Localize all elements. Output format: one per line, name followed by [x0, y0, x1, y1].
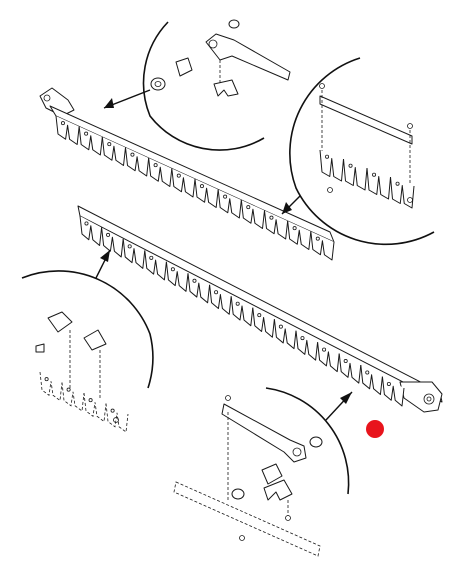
rivet [110, 408, 115, 413]
sickle-bar-lower [77, 205, 443, 413]
knife-section [319, 149, 344, 182]
rivet [343, 359, 348, 364]
detail-left-section [21, 249, 154, 433]
knife-section [165, 261, 189, 292]
knife-section [194, 178, 219, 208]
rivet [269, 215, 274, 220]
rivet [257, 313, 262, 318]
rivet [66, 387, 71, 392]
knife-section [240, 199, 265, 229]
knife-section [144, 250, 167, 281]
rivet [395, 181, 400, 186]
knife-section [264, 210, 289, 240]
rivet [300, 336, 305, 341]
rivet [106, 232, 111, 237]
knife-section [171, 168, 196, 198]
rivet [214, 290, 219, 295]
detail-bottom-head [173, 387, 353, 557]
knife-section [217, 189, 242, 219]
knife-section [122, 238, 146, 269]
knife-section [78, 126, 103, 156]
knife-section [55, 115, 80, 145]
rivet [223, 194, 228, 199]
rivet [84, 131, 89, 136]
knife-section [61, 382, 85, 412]
rivet [325, 154, 330, 159]
knife-section [310, 231, 335, 261]
knife-section [230, 296, 254, 327]
rivet [153, 163, 158, 168]
rivet [44, 377, 49, 382]
knife-section [209, 284, 232, 315]
rivet [348, 163, 353, 168]
rivet [315, 236, 320, 241]
knife-section [295, 330, 319, 361]
knife-section [390, 176, 415, 209]
sickle-bar-upper [39, 87, 335, 261]
rivet [176, 173, 181, 178]
red-marker-dot[interactable] [366, 420, 384, 438]
rivet [170, 267, 175, 272]
rivet [149, 255, 154, 260]
knife-section [252, 307, 275, 338]
rivet [278, 324, 283, 329]
knife-section [39, 371, 63, 402]
rivet [372, 172, 377, 177]
rivet [246, 205, 251, 210]
knife-section [105, 403, 129, 433]
knife-section [317, 342, 340, 373]
rivet [386, 381, 391, 386]
knife-section [101, 227, 124, 258]
knife-section [338, 353, 362, 384]
knife-section [366, 167, 391, 200]
knife-section [148, 157, 173, 187]
rivet [322, 347, 327, 352]
rivet [107, 142, 112, 147]
rivet [60, 121, 65, 126]
knife-section [125, 147, 150, 177]
knife-section [79, 215, 103, 246]
rivet [130, 152, 135, 157]
knife-section [83, 392, 107, 423]
rivet [292, 226, 297, 231]
knife-section [187, 273, 211, 304]
rivet [88, 398, 93, 403]
knife-section [360, 365, 383, 396]
knife-section [381, 376, 405, 407]
rivet [199, 184, 204, 189]
knife-section [101, 136, 126, 166]
rivet [84, 221, 89, 226]
detail-right-guard-strip [281, 57, 435, 246]
detail-top-head [103, 19, 291, 151]
knife-section [287, 220, 312, 250]
rivet [365, 370, 370, 375]
rivet [235, 301, 240, 306]
knife-section [273, 319, 297, 350]
rivet [127, 244, 132, 249]
rivet [192, 278, 197, 283]
knife-section [343, 158, 368, 191]
